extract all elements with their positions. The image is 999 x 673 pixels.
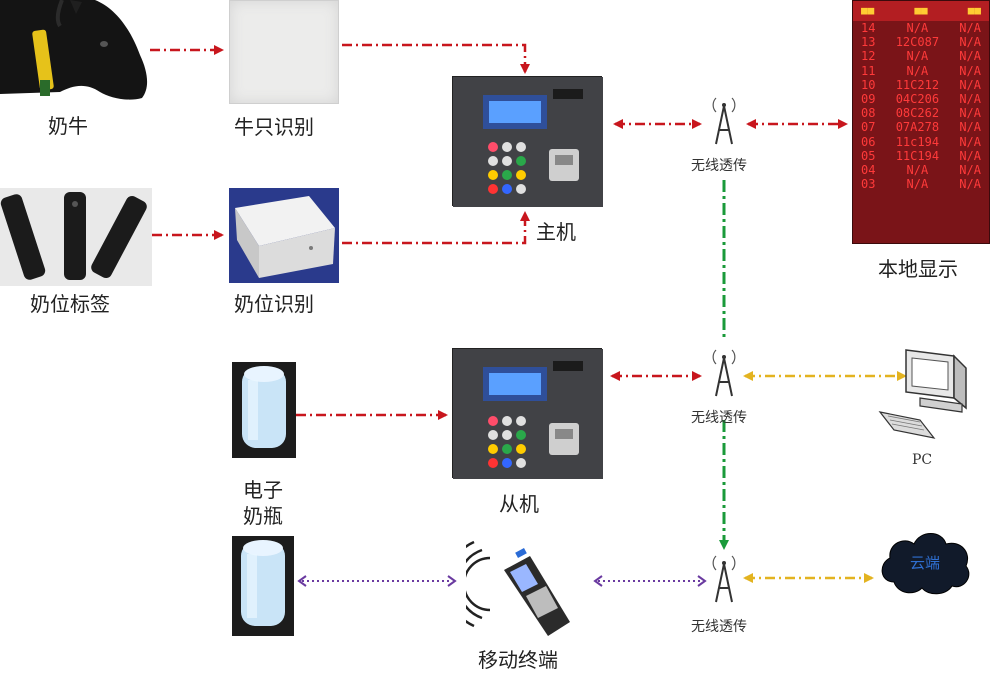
- display-row: 11 N/A N/A: [853, 64, 989, 78]
- slave-unit-label: 从机: [499, 492, 539, 516]
- wireless-label-2: 无线透传: [691, 410, 747, 426]
- display-cell: N/A: [959, 163, 981, 178]
- display-cell: 11C212: [895, 77, 940, 92]
- display-cell: N/A: [959, 106, 981, 121]
- wireless-label-1: 无线透传: [691, 158, 747, 174]
- display-cell: N/A: [906, 177, 929, 192]
- display-cell: N/A: [906, 63, 929, 78]
- link-stallid-to-main: [342, 211, 530, 245]
- wireless-antenna-icon-2: [708, 344, 740, 400]
- display-cell: N/A: [959, 35, 981, 50]
- e-bottle-image-1: [232, 362, 296, 458]
- display-cell: 12: [861, 49, 876, 64]
- stall-tag-label: 奶位标签: [30, 292, 110, 316]
- display-cell: 09: [861, 92, 876, 107]
- display-cell: N/A: [906, 21, 929, 35]
- display-cell: N/A: [959, 92, 981, 107]
- display-row: 08 08C262 N/A: [853, 106, 989, 120]
- display-cell: 04: [861, 163, 876, 178]
- display-row: 10 11C212 N/A: [853, 78, 989, 92]
- display-row: 03 N/A N/A: [853, 177, 989, 191]
- display-cell: N/A: [959, 77, 981, 92]
- display-row: 05 11C194 N/A: [853, 149, 989, 163]
- e-bottle-label-1: 电子: [243, 478, 283, 502]
- slave-unit-image: [452, 348, 603, 479]
- cloud-icon: 云端: [876, 524, 974, 600]
- display-cell: 11: [861, 63, 876, 78]
- display-row: 09 04C206 N/A: [853, 92, 989, 106]
- display-cell: 06: [861, 134, 876, 149]
- display-cell: 10: [861, 77, 876, 92]
- display-cell: 13: [861, 35, 876, 50]
- wireless-label-3: 无线透传: [691, 619, 747, 635]
- wireless-antenna-icon-3: [708, 550, 740, 606]
- local-display-label: 本地显示: [878, 257, 958, 281]
- display-cell: N/A: [959, 120, 981, 135]
- display-cell: N/A: [959, 148, 981, 163]
- display-row: 07 07A278 N/A: [853, 120, 989, 134]
- display-row: 14 N/A N/A: [853, 21, 989, 35]
- display-row: 13 12C087 N/A: [853, 35, 989, 49]
- display-cell: 14: [861, 21, 876, 35]
- display-cell: N/A: [959, 134, 981, 149]
- stall-id-label: 奶位识别: [234, 292, 314, 316]
- display-cell: 11c194: [895, 134, 940, 149]
- stall-tags-image: [0, 188, 152, 286]
- display-cell: N/A: [959, 21, 981, 35]
- display-cell: 08: [861, 106, 876, 121]
- stall-id-reader-image: [229, 188, 339, 283]
- display-row: 04 N/A N/A: [853, 163, 989, 177]
- pc-label: PC: [912, 452, 933, 468]
- cow-id-reader-image: [229, 0, 339, 104]
- display-row: 06 11c194 N/A: [853, 135, 989, 149]
- main-unit-label: 主机: [536, 220, 576, 244]
- display-cell: 03: [861, 177, 876, 192]
- display-cell: N/A: [959, 177, 981, 192]
- e-bottle-image-2: [232, 536, 294, 636]
- display-cell: 07: [861, 120, 876, 135]
- display-cell: 11C194: [895, 148, 940, 163]
- cow-label: 奶牛: [48, 114, 88, 138]
- display-cell: 04C206: [895, 92, 940, 107]
- display-header: ■■■■■■: [853, 1, 989, 21]
- link-cowid-to-main: [342, 43, 530, 74]
- display-cell: 07A278: [895, 120, 940, 135]
- e-bottle-label-2: 奶瓶: [243, 504, 283, 528]
- display-cell: 12C087: [895, 35, 940, 50]
- display-cell: N/A: [906, 49, 929, 64]
- cow-id-label: 牛只识别: [234, 115, 314, 139]
- mobile-terminal-icon: [445, 536, 576, 640]
- display-cell: N/A: [906, 163, 929, 178]
- cow-image: [0, 0, 150, 102]
- display-cell: 08C262: [895, 106, 940, 121]
- pc-icon: [876, 346, 972, 442]
- wireless-antenna-icon-1: [708, 92, 740, 148]
- display-cell: N/A: [959, 49, 981, 64]
- cloud-label: 云端: [909, 554, 940, 572]
- display-cell: N/A: [959, 63, 981, 78]
- display-cell: 05: [861, 148, 876, 163]
- main-unit-image: [452, 76, 603, 207]
- display-row: 12 N/A N/A: [853, 49, 989, 63]
- mobile-terminal-label: 移动终端: [478, 648, 558, 672]
